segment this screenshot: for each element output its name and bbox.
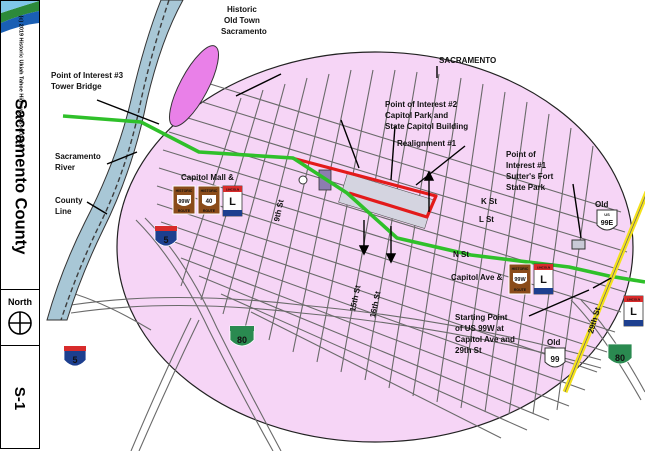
old-town-area (169, 45, 219, 127)
svg-text:HISTORIC: HISTORIC (512, 267, 529, 271)
i80-shield-icon: 80 (607, 343, 633, 365)
sacramento-label: SACRAMENTO (439, 56, 496, 65)
svg-text:L: L (540, 274, 547, 286)
svg-text:L: L (630, 306, 637, 318)
sutters-fort-icon (571, 239, 586, 250)
direction-arrows (86, 66, 612, 317)
street-grid (156, 69, 628, 439)
lincoln-highway-sign-icon: LINCOLN L (623, 295, 644, 327)
svg-text:ROUTE: ROUTE (178, 209, 191, 213)
poi3-label: Point of Interest #3 Tower Bridge (51, 71, 125, 91)
poi2-label: Point of Interest #2 Capitol Park and St… (385, 100, 468, 131)
realignment-route (291, 156, 438, 219)
historic-40-shield-icon: HISTORIC 40 ROUTE (197, 185, 221, 215)
old-us99e-shield-icon: US 99E (596, 209, 618, 231)
svg-text:99: 99 (551, 355, 560, 364)
association-logo (1, 1, 39, 39)
svg-text:ROUTE: ROUTE (203, 209, 216, 213)
svg-text:HISTORIC: HISTORIC (176, 189, 193, 193)
svg-text:80: 80 (615, 353, 625, 363)
i80-shield-icon: 80 (229, 325, 255, 347)
sheet-number: S-1 (11, 386, 29, 410)
svg-text:40: 40 (206, 199, 213, 205)
realignment-label: Realignment #1 (397, 139, 457, 148)
old-99-label: Old (547, 338, 560, 347)
us99w-route (62, 114, 645, 284)
i5-shield-icon: 5 (154, 225, 178, 247)
old-99e-label: Old (595, 200, 608, 209)
sacramento-river-label: Sacramento River (55, 152, 103, 172)
capitol-ave-label: Capitol Ave & (451, 273, 503, 282)
svg-text:99E: 99E (601, 220, 614, 227)
l-st-label: L St (479, 215, 494, 224)
starting-point-label: Starting Point of US 99W at Capitol Ave … (455, 313, 517, 355)
north-label: North (8, 297, 32, 307)
svg-text:99W: 99W (178, 199, 190, 205)
svg-text:LINCOLN: LINCOLN (537, 266, 550, 270)
poi1-label: Point of Interest #1 Sutter's Fort State… (506, 150, 555, 192)
k-st-label: K St (481, 197, 497, 206)
county-line-label: County Line (55, 196, 85, 216)
svg-text:80: 80 (237, 335, 247, 345)
north-arrow-icon (8, 311, 32, 335)
svg-text:ROUTE: ROUTE (514, 288, 527, 292)
old-town-label: Historic Old Town Sacramento (221, 5, 267, 36)
svg-text:LINCOLN: LINCOLN (226, 188, 239, 192)
svg-text:HISTORIC: HISTORIC (201, 189, 218, 193)
historic-99w-shield-icon: HISTORIC 99W ROUTE (508, 263, 532, 295)
sacramento-river (46, 0, 184, 321)
historic-99w-shield-icon: HISTORIC 99W ROUTE (172, 185, 196, 215)
svg-text:99W: 99W (514, 277, 526, 283)
svg-text:L: L (229, 196, 236, 208)
svg-text:5: 5 (72, 355, 77, 365)
county-title: Sacramento County (11, 98, 30, 254)
lincoln-highway-sign-icon: LINCOLN L (533, 263, 554, 295)
svg-text:5: 5 (163, 235, 168, 245)
svg-text:LINCOLN: LINCOLN (627, 298, 640, 302)
old-us99-shield-icon: 99 (544, 347, 566, 368)
capitol-dome-icon (298, 175, 308, 185)
svg-text:US: US (604, 212, 610, 217)
route-map: 5 5 80 80 HISTORIC 99W ROUTE HISTORIC (41, 0, 645, 451)
lincoln-highway-sign-icon: LINCOLN L (222, 185, 243, 217)
county-line (60, 0, 170, 321)
i5-shield-icon: 5 (63, 345, 87, 367)
capitol-mall-label: Capitol Mall & (181, 173, 234, 182)
n-st-label: N St (453, 250, 469, 259)
sidebar: (c) 2019 Historic Ukiah Tahoe Highway As… (0, 0, 40, 449)
